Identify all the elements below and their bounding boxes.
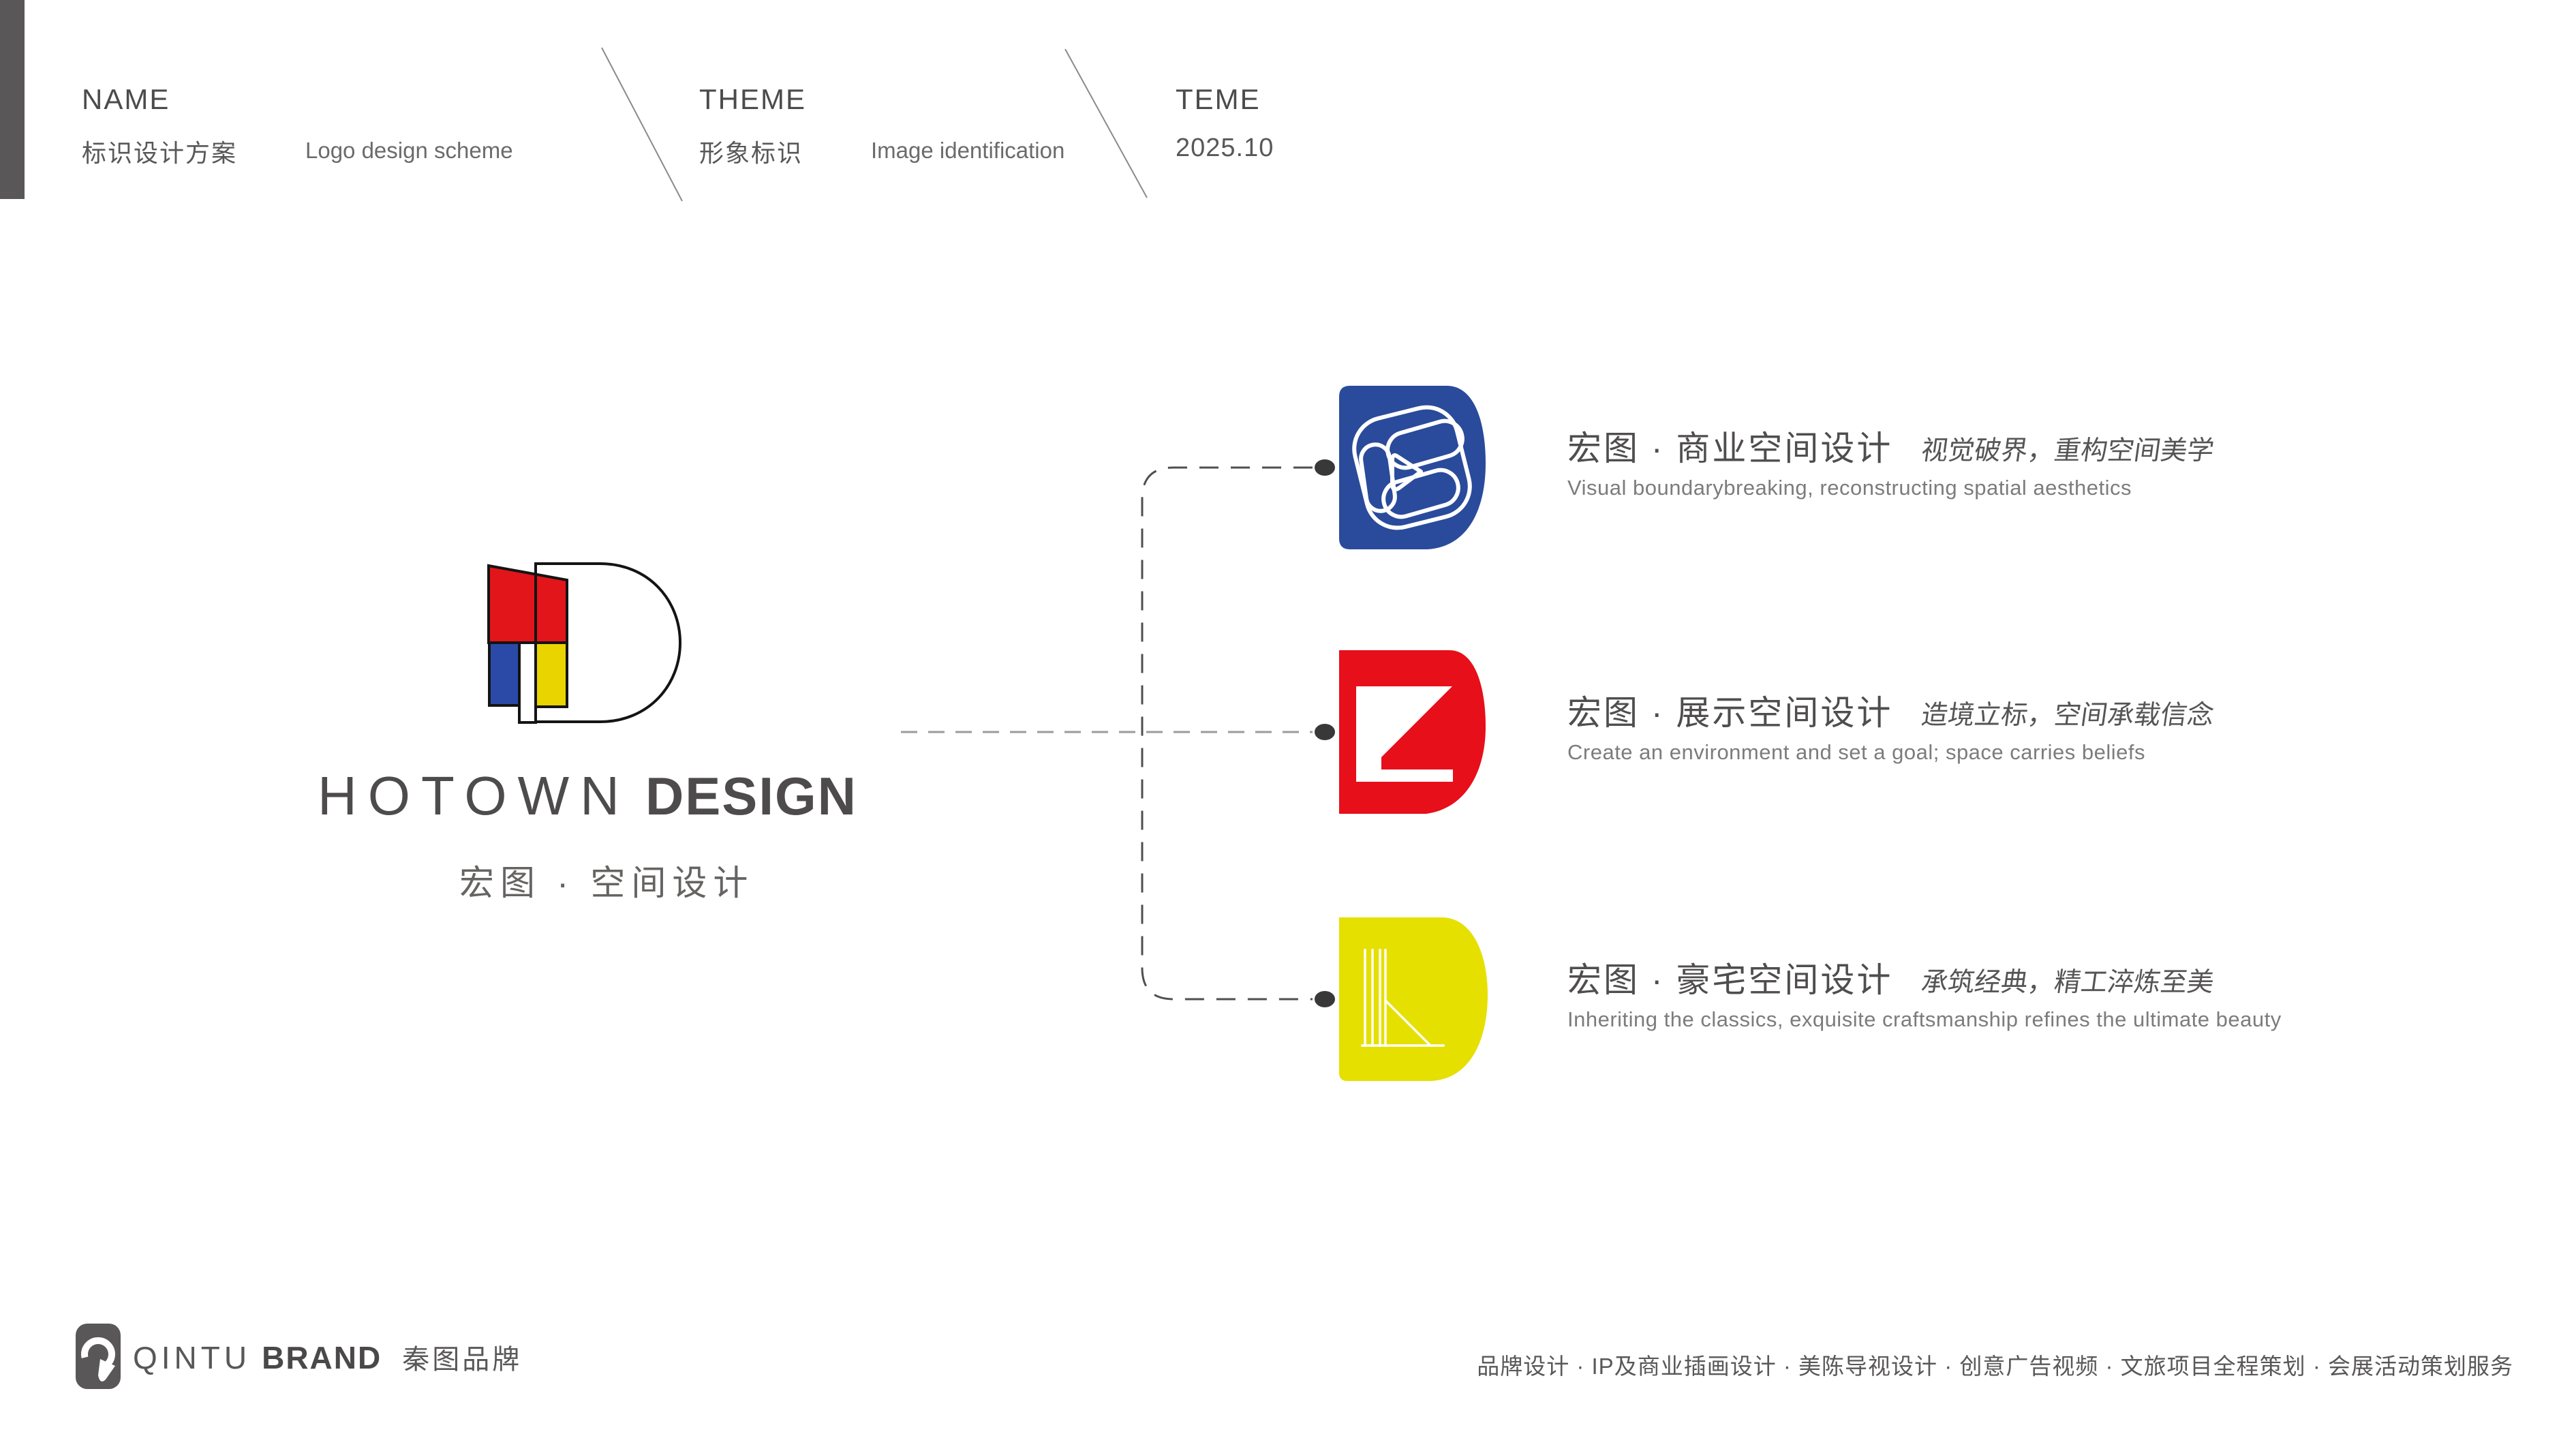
footer-brand-en-light: QINTU: [133, 1340, 251, 1375]
header-teme-label: TEME: [1176, 83, 1261, 115]
commercial-space-d-icon: [1339, 386, 1486, 549]
slash-divider-1: [601, 47, 683, 202]
building-lines-glyph: [1361, 949, 1445, 1048]
row3-title: 宏图 · 豪宅空间设计: [1567, 961, 1893, 999]
connector-dot-3: [1315, 991, 1335, 1007]
row1-subtitle: 视觉破界，重构空间美学: [1919, 436, 2216, 466]
logo-tagline: 宏图 · 空间设计: [459, 864, 754, 902]
row1-subtitle-wrap: 视觉破界，重构空间美学: [1919, 429, 2216, 468]
footer-brand-lockup: QINTU BRAND 秦图品牌: [133, 1337, 522, 1377]
footer-brand-cn: 秦图品牌: [402, 1345, 523, 1375]
header-name-label: NAME: [82, 83, 170, 115]
row1-english: Visual boundarybreaking, reconstructing …: [1567, 476, 2132, 500]
qintu-g-pointer: [98, 1359, 115, 1382]
header-teme-date: 2025.10: [1176, 134, 1274, 162]
connector-dot-1: [1315, 459, 1335, 476]
footer-services-list: 品牌设计 · IP及商业插画设计 · 美陈导视设计 · 创意广告视频 · 文旅项…: [1477, 1354, 2513, 1379]
row2-subtitle: 造境立标，空间承载信念: [1919, 701, 2216, 730]
wordmark-bold: DESIGN: [645, 766, 857, 826]
qintu-g-ring: [81, 1337, 115, 1371]
header-divider-slashes: [601, 47, 1148, 202]
b-monogram-lines: [1352, 405, 1472, 530]
row2-title: 宏图 · 展示空间设计: [1567, 694, 1893, 732]
yellow-d-shape: [1339, 917, 1488, 1081]
row3-subtitle-wrap: 承筑经典，精工淬炼至美: [1919, 961, 2216, 999]
footer-brand-en-bold: BRAND: [262, 1340, 382, 1375]
header-theme-label: THEME: [699, 83, 806, 115]
red-z-glyph: [1381, 686, 1453, 769]
row1-title: 宏图 · 商业空间设计: [1567, 429, 1893, 468]
connector-dot-2: [1315, 724, 1335, 740]
exhibition-space-d-icon: [1339, 650, 1486, 814]
qintu-brand-mark-icon: [76, 1324, 121, 1389]
header-name-en: Logo design scheme: [305, 138, 513, 163]
mondrian-blue-block: [488, 641, 521, 707]
row2-subtitle-wrap: 造境立标，空间承载信念: [1919, 694, 2216, 732]
luxury-space-d-icon: [1339, 917, 1488, 1081]
left-accent-bar: [0, 0, 25, 199]
header-theme-cn: 形象标识: [699, 139, 803, 167]
row2-english: Create an environment and set a goal; sp…: [1567, 740, 2146, 764]
header-theme-en: Image identification: [871, 138, 1065, 163]
hotown-logo-mark: [487, 562, 682, 724]
mondrian-white-column: [518, 641, 537, 724]
connector-bracket-dashed: [1141, 466, 1313, 1001]
header-name-cn: 标识设计方案: [82, 139, 238, 167]
wordmark: HOTOWN DESIGN: [318, 765, 857, 827]
wordmark-light: HOTOWN: [318, 765, 630, 826]
d-letter-outline: [534, 562, 682, 723]
row3-english: Inheriting the classics, exquisite craft…: [1567, 1007, 2282, 1031]
slash-divider-2: [1064, 48, 1148, 198]
row3-subtitle: 承筑经典，精工淬炼至美: [1919, 968, 2216, 997]
